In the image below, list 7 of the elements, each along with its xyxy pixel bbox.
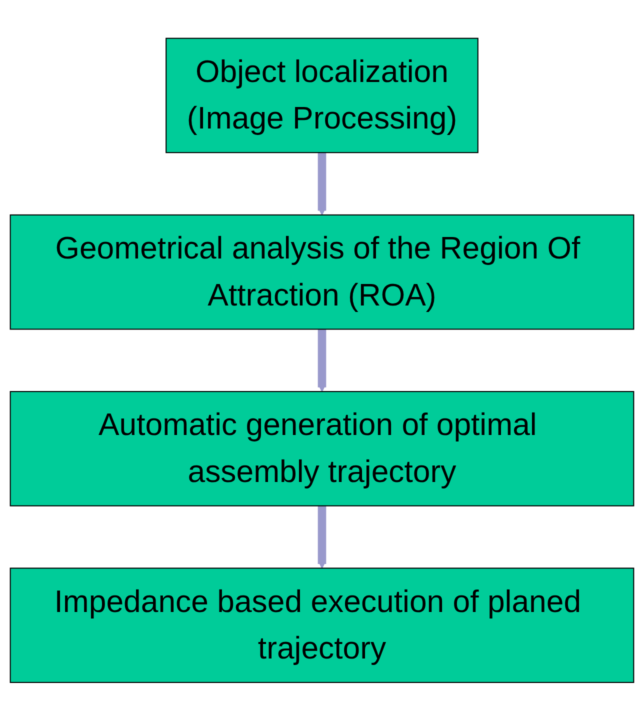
arrow [317,505,327,568]
node-box: Geometrical analysis of the Region Of Attraction (ROA) [10,214,634,330]
node-box: Impedance based execution of planed trajectory [10,567,634,683]
node-box: Object localization (Image Processing) [166,37,478,153]
arrow [317,328,327,392]
node-box: Automatic generation of optimal assembly trajectory [10,390,634,506]
arrow [317,152,327,215]
